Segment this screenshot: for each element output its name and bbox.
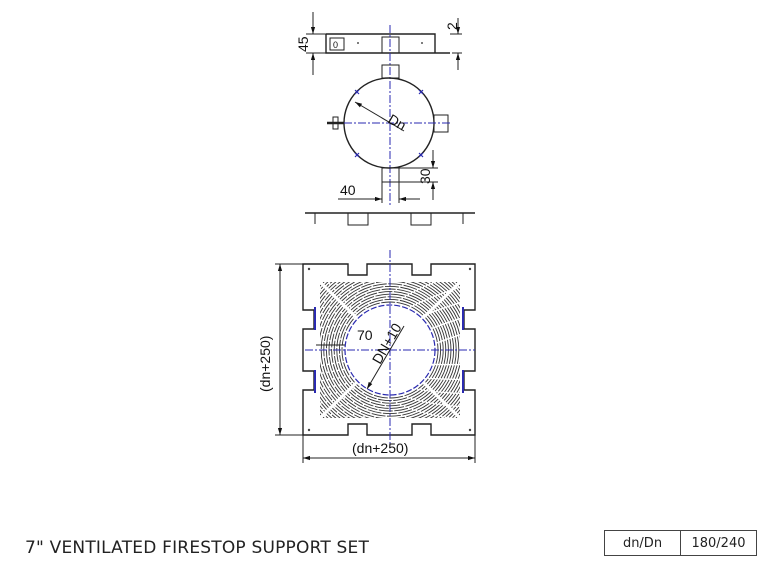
plate-width-label: (dn+250): [352, 440, 408, 456]
firestop-plate: 70 DN+10 (dn+250) (dn+250): [257, 250, 476, 463]
marker-label: 0: [333, 40, 338, 50]
thickness-dim-label: 2: [444, 22, 460, 30]
height-dim-label: 45: [295, 36, 311, 52]
hole-diameter-label: DN+10: [369, 320, 405, 366]
spec-value: 180/240: [691, 535, 746, 551]
front-elevation: [305, 212, 475, 226]
spec-table: dn/Dn 180/240: [604, 530, 757, 556]
plate-height-label: (dn+250): [257, 336, 273, 392]
fixing-marks: [354, 89, 424, 158]
spec-label: dn/Dn: [605, 531, 681, 555]
diameter-label: Dn: [386, 111, 410, 134]
tab-width-label: 40: [340, 182, 356, 198]
edge-offset-label: 70: [357, 327, 373, 343]
side-elevation: 0 45 2: [295, 12, 462, 205]
plan-view: Dn 30 40: [327, 64, 452, 203]
drawing-title: 7" VENTILATED FIRESTOP SUPPORT SET: [25, 538, 370, 558]
tab-height-label: 30: [417, 168, 433, 184]
hatch-ring: [320, 282, 460, 418]
